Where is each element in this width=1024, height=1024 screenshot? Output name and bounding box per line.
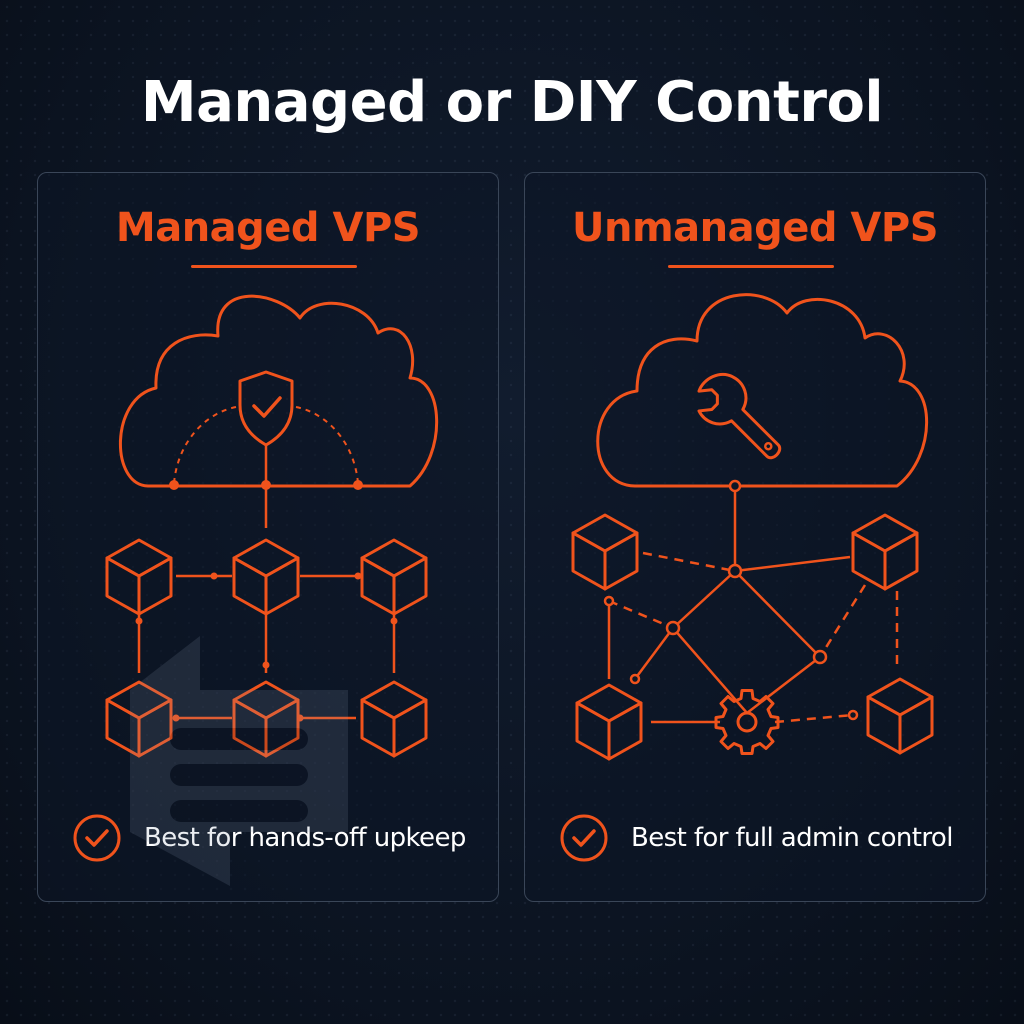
managed-vps-footer: Best for hands-off upkeep (72, 813, 466, 863)
wrench-icon (697, 372, 782, 460)
cloud-icon (119, 294, 439, 488)
shield-check-icon (238, 370, 294, 447)
managed-vps-diagram (105, 294, 439, 758)
unmanaged-vps-footer-text: Best for full admin control (631, 823, 953, 853)
unmanaged-vps-footer: Best for full admin control (559, 813, 953, 863)
check-circle-icon (73, 814, 121, 862)
cloud-icon (596, 293, 928, 488)
cube-icon (866, 677, 934, 755)
cube-icon (360, 538, 428, 616)
unmanaged-vps-title-underline (668, 265, 834, 268)
unmanaged-vps-card: Unmanaged VPS (524, 172, 986, 902)
cube-icon (851, 513, 919, 591)
page-title: Managed or DIY Control (140, 70, 884, 135)
managed-vps-title-underline (191, 265, 357, 268)
managed-vps-card: Managed VPS (37, 172, 499, 902)
unmanaged-vps-title: Unmanaged VPS (572, 205, 939, 251)
cube-icon (105, 538, 173, 616)
unmanaged-vps-diagram (571, 293, 934, 761)
cube-icon (360, 680, 428, 758)
cube-icon (575, 683, 643, 761)
check-circle-icon (560, 814, 608, 862)
gear-icon (714, 689, 780, 755)
cube-icon (232, 538, 300, 616)
managed-vps-footer-text: Best for hands-off upkeep (144, 823, 466, 853)
server-watermark-icon (130, 636, 348, 886)
managed-vps-title: Managed VPS (115, 205, 421, 251)
cube-icon (571, 513, 639, 591)
